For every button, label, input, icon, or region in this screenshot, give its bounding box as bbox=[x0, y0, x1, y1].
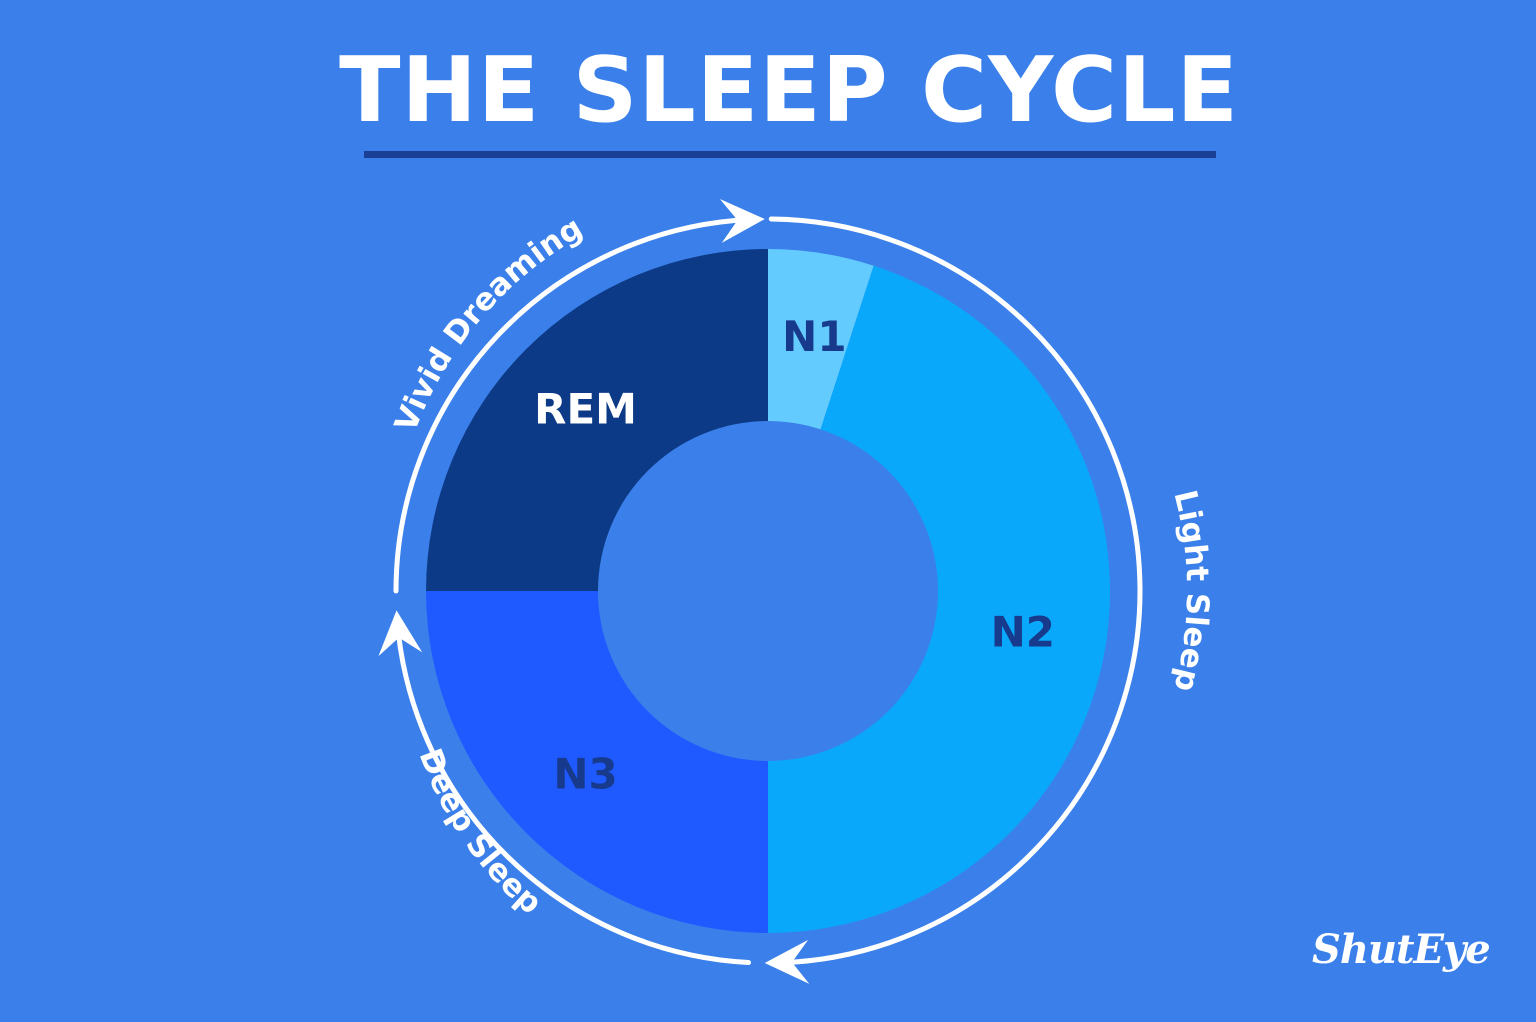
slice-label-rem: REM bbox=[534, 385, 637, 434]
brand-logo: ShutEye bbox=[1312, 926, 1491, 973]
arc-deep-sleep bbox=[394, 614, 752, 965]
arc-light-sleep bbox=[768, 216, 1143, 966]
slice-label-n2: N2 bbox=[991, 607, 1055, 656]
slice-n2 bbox=[768, 265, 1110, 934]
page-title: THE SLEEP CYCLE bbox=[339, 38, 1239, 143]
slice-label-n3: N3 bbox=[553, 749, 617, 798]
arrowhead-bottom bbox=[764, 939, 810, 984]
cycle-arrowheads bbox=[378, 198, 810, 984]
arc-vivid-dreaming bbox=[393, 217, 752, 594]
arrowhead-top bbox=[719, 198, 765, 243]
title-underline bbox=[364, 151, 1216, 158]
arrowhead-left bbox=[378, 610, 423, 657]
donut-hole bbox=[598, 421, 938, 761]
slice-label-n1: N1 bbox=[782, 312, 846, 361]
cycle-arrows bbox=[393, 216, 1143, 966]
light-sleep-label: Light Sleep bbox=[1166, 487, 1215, 695]
